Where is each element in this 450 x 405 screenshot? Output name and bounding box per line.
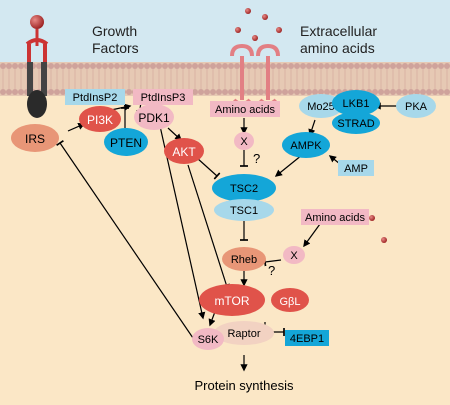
raptor-label: Raptor [227, 328, 260, 340]
amino-acids-mid-label: Amino acids [305, 212, 365, 224]
node-pi3k: PI3K [79, 106, 121, 132]
node-amino-acids-mid: Amino acids [301, 209, 369, 225]
amp-label: AMP [344, 163, 368, 175]
pka-label: PKA [405, 101, 428, 113]
irs-label: IRS [25, 132, 45, 146]
node-pdk1: PDK1 [134, 104, 174, 130]
mtor-label: mTOR [214, 294, 249, 308]
amino-acids-top-label: Amino acids [215, 104, 275, 116]
node-lkb1: LKB1 [332, 90, 380, 116]
akt-label: AKT [172, 145, 196, 159]
ptdinsp3-label: PtdInsP3 [141, 92, 186, 104]
node-irs: IRS [11, 124, 59, 152]
node-amp: AMP [338, 160, 374, 176]
gbl-label: GβL [279, 296, 300, 308]
growth-factors-label-line2: Factors [92, 40, 139, 56]
node-amino-acids-top: Amino acids [210, 101, 280, 117]
4ebp1-label: 4EBP1 [290, 333, 324, 345]
tsc1-label: TSC1 [230, 205, 258, 217]
mo25-label: Mo25 [307, 101, 335, 113]
pdk1-label: PDK1 [138, 111, 170, 125]
node-ampk: AMPK [282, 132, 330, 158]
lkb1-label: LKB1 [343, 98, 370, 110]
node-ptdinsp2: PtdInsP2 [65, 89, 125, 105]
protein-synthesis-label: Protein synthesis [195, 378, 294, 393]
node-raptor: Raptor [214, 321, 274, 345]
node-s6k: S6K [192, 328, 224, 350]
strad-label: STRAD [337, 118, 374, 130]
amino-acid-particles [235, 8, 387, 243]
ptdinsp2-label: PtdInsP2 [73, 92, 118, 104]
question-mid: ? [268, 263, 275, 278]
node-mo25: Mo25 [299, 94, 343, 118]
node-mtor: mTOR [199, 284, 265, 316]
node-x-top: X [234, 132, 254, 150]
tsc2-label: TSC2 [230, 183, 258, 195]
node-ptdinsp3: PtdInsP3 [133, 89, 193, 105]
growth-factor-ligand [30, 15, 44, 29]
x-top-label: X [240, 136, 248, 148]
node-pten: PTEN [104, 128, 148, 156]
extracellular-space [0, 0, 450, 62]
node-gbl: GβL [271, 288, 309, 312]
x-mid-label: X [290, 250, 298, 262]
pi3k-label: PI3K [87, 113, 113, 127]
s6k-label: S6K [198, 334, 219, 346]
extracellular-label-line1: Extracellular [300, 23, 377, 39]
node-tsc1: TSC1 [214, 199, 274, 221]
node-akt: AKT [164, 138, 204, 164]
rheb-label: Rheb [231, 254, 257, 266]
node-x-mid: X [283, 246, 305, 264]
ampk-label: AMPK [290, 140, 322, 152]
node-pka: PKA [396, 94, 436, 118]
node-rheb: Rheb [222, 247, 266, 271]
node-4ebp1: 4EBP1 [285, 330, 329, 346]
growth-factors-label-line1: Growth [92, 23, 137, 39]
node-tsc2: TSC2 [212, 174, 276, 202]
growth-factor-receptor [25, 15, 49, 118]
question-top: ? [253, 151, 260, 166]
node-strad: STRAD [332, 112, 380, 134]
pten-label: PTEN [110, 136, 142, 150]
extracellular-label-line2: amino acids [300, 40, 375, 56]
